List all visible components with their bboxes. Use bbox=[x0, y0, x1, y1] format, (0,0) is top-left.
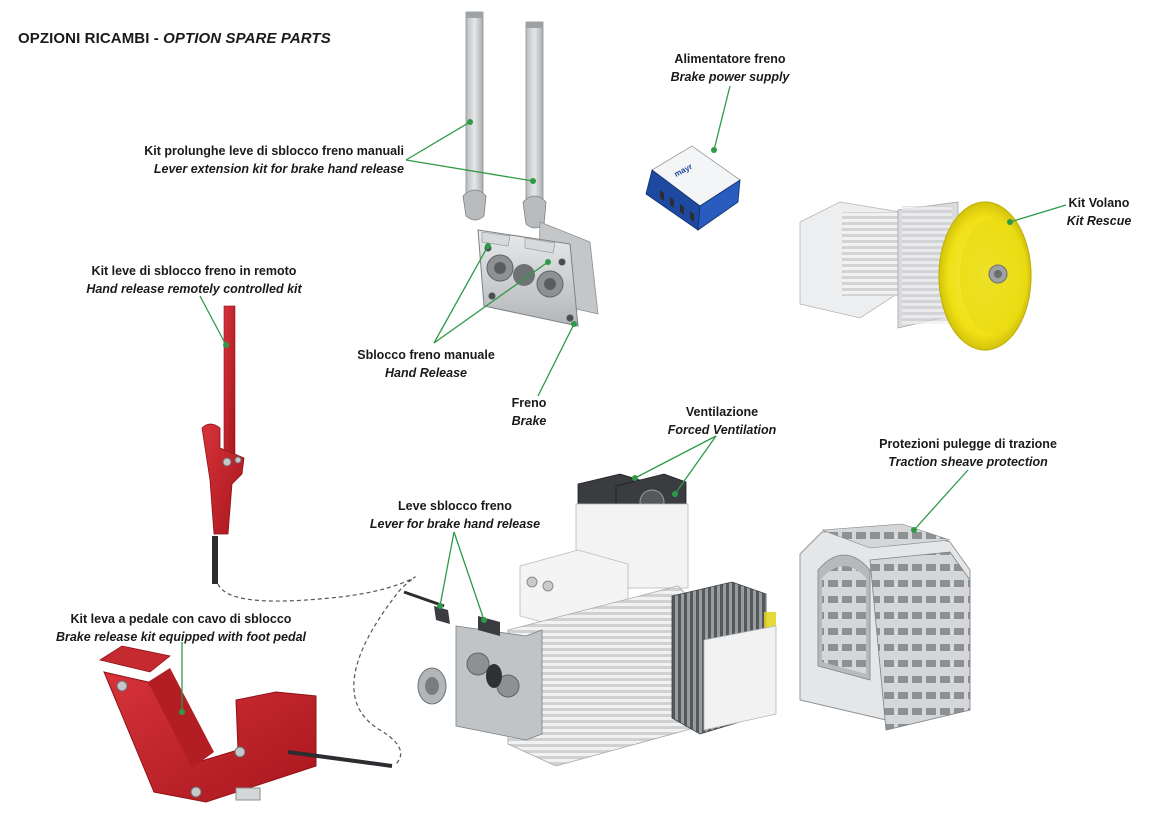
release-cable bbox=[217, 576, 416, 766]
sheave-protection-cage bbox=[799, 523, 971, 731]
callout-remote-release: Kit leve di sblocco freno in remoto Hand… bbox=[86, 264, 302, 296]
brake-assembly bbox=[477, 221, 599, 327]
callout-kit-rescue: Kit Volano Kit Rescue bbox=[1066, 196, 1132, 228]
callout-brake-power-supply: Alimentatore freno Brake power supply bbox=[670, 52, 790, 84]
callout-sheave-protection: Protezioni pulegge di trazione Traction … bbox=[879, 437, 1057, 469]
callout-brake: Freno Brake bbox=[511, 396, 547, 428]
leader-lines bbox=[181, 85, 1067, 712]
leader-dots bbox=[179, 119, 1013, 715]
remote-release-lever bbox=[201, 305, 245, 584]
callout-foot-pedal: Kit leva a pedale con cavo di sblocco Br… bbox=[55, 612, 307, 644]
page-title: OPZIONI RICAMBI - OPTION SPARE PARTS bbox=[18, 30, 331, 47]
callout-hand-release: Sblocco freno manuale Hand Release bbox=[357, 348, 495, 380]
brake-power-supply-device: mayr bbox=[645, 145, 741, 586]
callout-lever-brake-release: Leve sblocco freno Lever for brake hand … bbox=[369, 499, 541, 531]
foot-pedal-kit bbox=[98, 645, 393, 803]
callout-lever-extension: Kit prolunghe leve di sblocco freno manu… bbox=[144, 144, 404, 176]
main-motor-assembly bbox=[403, 473, 777, 767]
lever-extension-bars bbox=[462, 11, 547, 229]
rescue-kit-assembly bbox=[799, 201, 1032, 351]
callout-forced-ventilation: Ventilazione Forced Ventilation bbox=[667, 405, 777, 437]
